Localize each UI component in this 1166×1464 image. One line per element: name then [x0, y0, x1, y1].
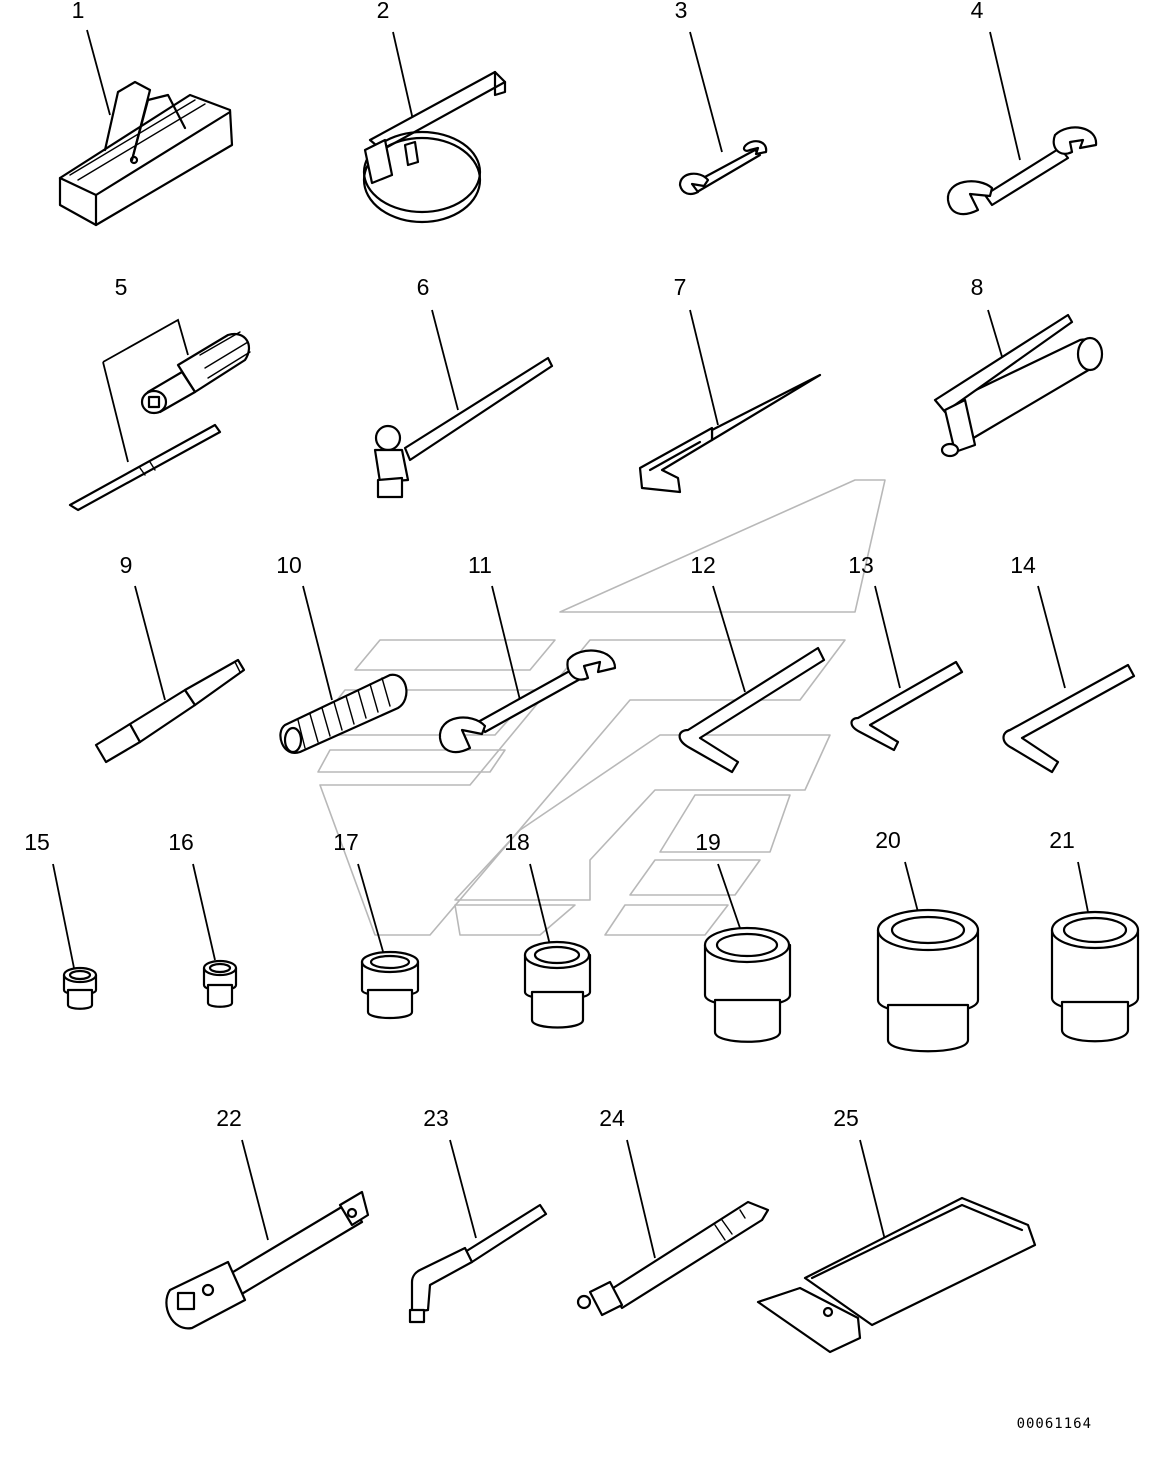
callout-12: 12 — [690, 552, 716, 578]
socket-18 — [523, 940, 592, 1029]
hammer — [373, 356, 554, 499]
ratchet-handle — [576, 1200, 770, 1317]
extension-bar — [165, 1190, 370, 1330]
socket-20 — [876, 908, 980, 1053]
callout-2: 2 — [377, 0, 390, 23]
callout-9: 9 — [120, 552, 133, 578]
callout-10: 10 — [276, 552, 302, 578]
callout-labels: 1 2 3 4 5 6 7 8 9 10 11 12 13 14 15 16 1… — [24, 0, 1075, 1131]
callout-6: 6 — [417, 274, 430, 300]
callout-1: 1 — [72, 0, 85, 23]
socket-15 — [62, 966, 98, 1010]
callout-13: 13 — [848, 552, 874, 578]
callout-24: 24 — [599, 1105, 625, 1131]
hex-key-medium — [850, 660, 964, 752]
callout-22: 22 — [216, 1105, 242, 1131]
callout-16: 16 — [168, 829, 194, 855]
socket-21 — [1050, 910, 1140, 1043]
callout-8: 8 — [971, 274, 984, 300]
callout-7: 7 — [674, 274, 687, 300]
spanner — [438, 649, 617, 754]
callout-15: 15 — [24, 829, 50, 855]
callout-25: 25 — [833, 1105, 859, 1131]
drawing-code: 00061164 — [1017, 1416, 1092, 1432]
socket-16 — [202, 959, 238, 1008]
callout-19: 19 — [695, 829, 721, 855]
tool-bag — [756, 1196, 1037, 1354]
callout-3: 3 — [675, 0, 688, 23]
band-wrench — [362, 70, 507, 224]
hex-key — [1002, 663, 1136, 774]
callout-23: 23 — [423, 1105, 449, 1131]
socket-19 — [703, 926, 792, 1043]
large-spanner — [946, 126, 1098, 216]
l-handle — [408, 1203, 548, 1324]
pry-bar — [638, 373, 822, 494]
callout-5: 5 — [115, 274, 128, 300]
callout-20: 20 — [875, 827, 901, 853]
socket-17 — [360, 950, 420, 1020]
drift-punch — [94, 658, 246, 764]
leader-lines — [52, 29, 1089, 1259]
screwdriver — [68, 331, 251, 512]
callout-4: 4 — [971, 0, 984, 23]
callout-11: 11 — [468, 552, 492, 578]
hex-key-large — [678, 646, 826, 774]
tool-box — [58, 80, 234, 227]
callout-18: 18 — [504, 829, 530, 855]
small-spanner — [678, 140, 768, 196]
callout-17: 17 — [333, 829, 359, 855]
callout-21: 21 — [1049, 827, 1075, 853]
callout-14: 14 — [1010, 552, 1036, 578]
spring-coil — [279, 673, 408, 754]
grease-gun — [933, 313, 1104, 458]
